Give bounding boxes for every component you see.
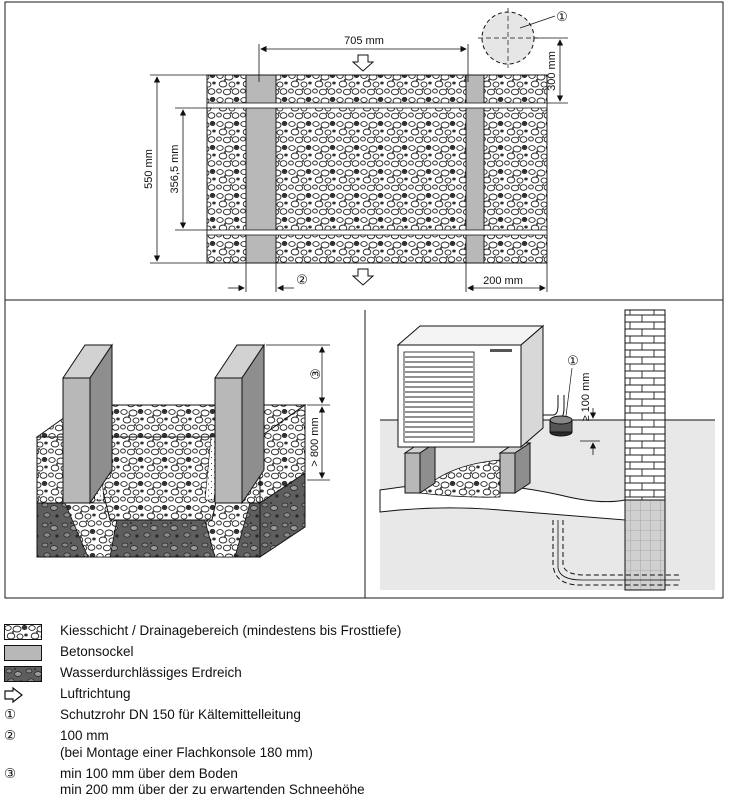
concrete-pillar-right	[214, 377, 243, 504]
diagram-svg: 705 mm 550 mm 356,5 mm ① 300 mm 200 mm	[4, 1, 724, 599]
legend-text-gravel: Kiesschicht / Drainagebereich (mindesten…	[60, 623, 402, 638]
band-top	[206, 102, 548, 109]
legend-text-bracket-note: (bei Montage einer Flachkonsole 180 mm)	[60, 745, 313, 760]
legend: Kiesschicht / Drainagebereich (mindesten…	[0, 618, 732, 800]
air-direction-arrow-icon	[351, 54, 375, 72]
legend-text-soil: Wasserdurchlässiges Erdreich	[60, 665, 242, 680]
marker-pipe-1b: ①	[567, 353, 579, 368]
dim-200-label: 200 mm	[483, 275, 523, 287]
legend-text-air: Luftrichtung	[60, 686, 131, 701]
dim-100-label: ≥ 100 mm	[580, 373, 592, 422]
foundation-plan-view: 705 mm 550 mm 356,5 mm ① 300 mm 200 mm	[143, 8, 568, 292]
foundation-section-view: ③ > 800 mm	[35, 343, 330, 558]
concrete-swatch-icon	[4, 645, 42, 661]
soil-pattern-icon	[4, 666, 42, 682]
arrow-right-outline-icon	[4, 687, 23, 703]
legend-text-clearance: min 100 mm über dem Boden	[60, 766, 238, 781]
dim-550-label: 550 mm	[143, 149, 155, 189]
gravel-pattern-icon	[4, 624, 42, 640]
dim-300-label: 300 mm	[546, 51, 558, 91]
dim-800-label: > 800 mm	[309, 417, 321, 466]
legend-text-concrete: Betonsockel	[60, 644, 134, 659]
marker-clearance-3: ③	[308, 368, 323, 380]
band-bottom	[206, 229, 548, 236]
legend-text-pipe: Schutzrohr DN 150 für Kältemittelleitung	[60, 707, 301, 722]
legend-marker-3: ③	[4, 766, 17, 781]
legend-marker-1: ①	[4, 707, 17, 722]
legend-text-clearance-note: min 200 mm über der zu erwartenden Schne…	[60, 782, 365, 797]
wall-foundation	[624, 499, 666, 591]
dim-705-label: 705 mm	[344, 35, 384, 47]
marker-bracket-2: ②	[296, 272, 308, 287]
legend-marker-2: ②	[4, 728, 17, 743]
concrete-pillar-left	[62, 377, 91, 504]
legend-text-bracket: 100 mm	[60, 728, 109, 743]
installation-view: ① ≥ 100 mm	[379, 309, 715, 591]
concrete-strip-right	[465, 74, 485, 264]
dim-356-label: 356,5 mm	[169, 145, 181, 194]
air-direction-arrow-icon	[351, 268, 375, 286]
marker-pipe-1: ①	[556, 9, 568, 24]
